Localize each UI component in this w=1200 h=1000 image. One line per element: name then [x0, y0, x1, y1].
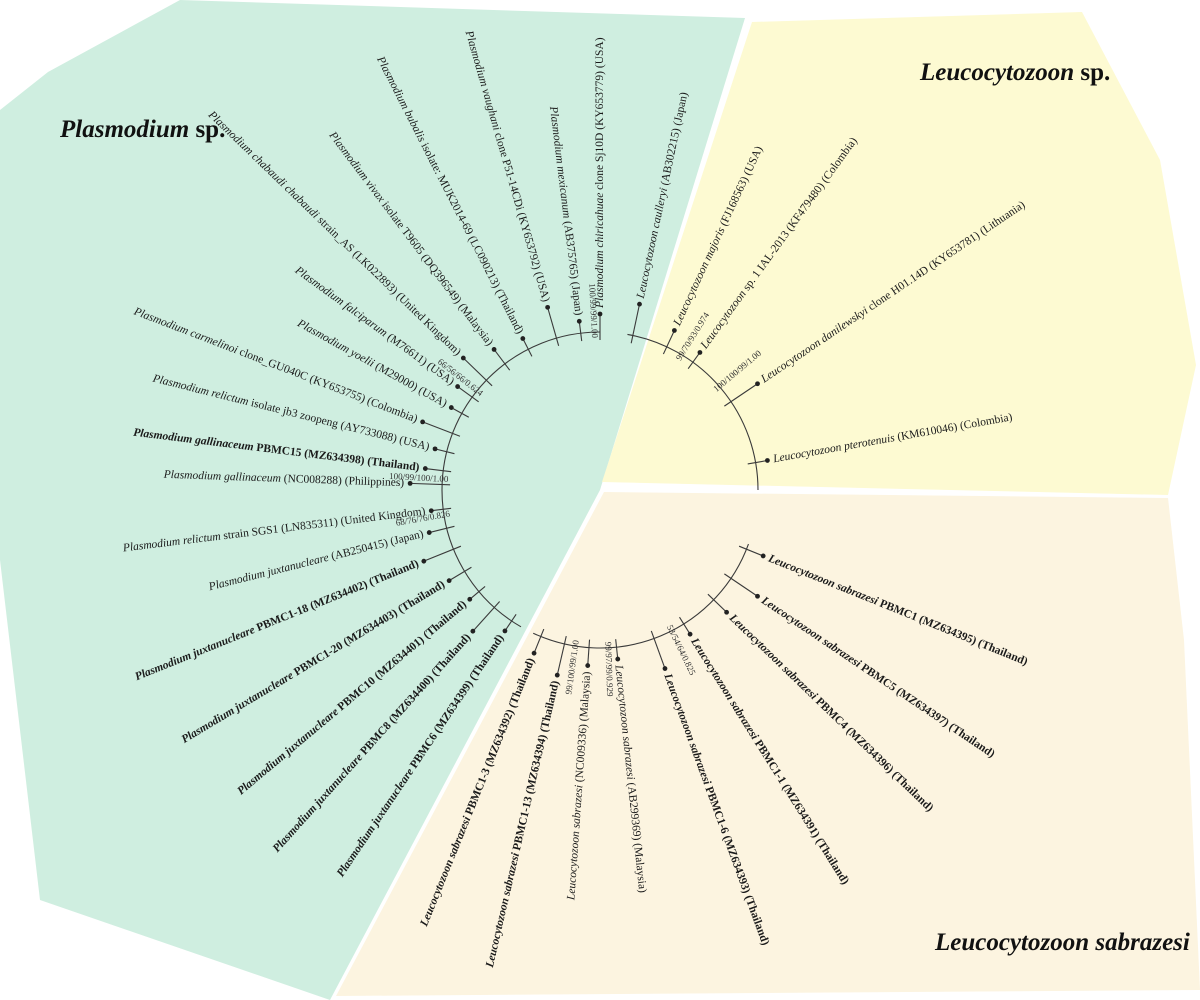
- tip-node-l24: [585, 663, 591, 668]
- tip-node-l23: [615, 656, 621, 662]
- tip-node-l9: [520, 336, 526, 341]
- tip-node-l14: [671, 328, 677, 333]
- branch-l31: [423, 545, 462, 562]
- tip-node-l25: [554, 672, 560, 678]
- branch-l1: [410, 482, 451, 486]
- tip-node-l8: [491, 347, 497, 352]
- tip-node-l11: [576, 318, 582, 324]
- tip-node-l4: [420, 419, 426, 425]
- sabrazesi-arc: [532, 543, 749, 649]
- branch-l30: [448, 566, 472, 582]
- branch-l4: [422, 421, 461, 437]
- tip-node-l29: [467, 596, 473, 602]
- tip-node-l5: [448, 405, 454, 410]
- branch-l18: [738, 545, 764, 557]
- plasmodium-arc: [441, 331, 601, 491]
- branch-l17: [747, 459, 768, 465]
- branch-l33: [431, 507, 452, 512]
- leucocytozoon-clade-title: Leucocytozoon sp.: [919, 59, 1110, 86]
- leucocytozoon-clade-region: [602, 12, 1196, 495]
- branch-l19: [724, 573, 758, 597]
- branch-l8: [493, 349, 511, 371]
- branch-l24: [587, 639, 591, 666]
- tip-node-l32: [426, 530, 432, 535]
- tip-node-l12: [597, 311, 603, 317]
- tip-node-l28: [470, 628, 476, 634]
- branch-l9: [522, 338, 533, 357]
- branch-l26: [533, 628, 545, 654]
- tip-node-l3: [432, 446, 438, 452]
- branch-l25: [556, 636, 567, 676]
- tip-node-l13: [637, 301, 642, 307]
- tip-node-l2: [422, 466, 428, 471]
- tip-node-l20: [724, 609, 730, 615]
- branch-l10: [547, 307, 560, 346]
- branch-l3: [434, 448, 455, 455]
- plasmodium-clade-title: Plasmodium sp.: [59, 116, 225, 143]
- branch-l5: [451, 407, 470, 418]
- leaf-label-l1: Plasmodium gallinaceum (NC008288) (Phili…: [163, 468, 405, 488]
- branch-l20: [707, 593, 727, 613]
- branch-l13: [630, 304, 641, 344]
- tip-node-l15: [697, 350, 703, 355]
- tip-node-l7: [460, 355, 466, 361]
- branch-l15: [687, 352, 701, 369]
- tip-node-l21: [687, 631, 693, 637]
- sabrazesi-clade-title: Leucocytozoon sabrazesi: [934, 929, 1190, 956]
- leaf-label-l12: Plasmodium chiricahuae clone Sj10D (KY65…: [594, 37, 606, 309]
- support-value-3: 100/99/99/1.00: [587, 283, 600, 339]
- tip-node-l27: [502, 628, 508, 634]
- tip-node-l31: [421, 558, 427, 564]
- tip-node-l18: [760, 553, 766, 559]
- tip-node-l1: [407, 480, 413, 486]
- juxtanucleare-arc: [441, 489, 522, 628]
- accession-info: (NC008288) (Philippines): [281, 473, 405, 489]
- branch-l16: [724, 383, 758, 407]
- leucocytozoon-arc: [627, 333, 759, 491]
- support-value-0: 100/99/100/1.00: [389, 471, 449, 484]
- branch-l29: [469, 585, 486, 600]
- tip-node-l30: [446, 578, 452, 584]
- species-name: Plasmodium gallinaceum: [163, 468, 282, 484]
- branch-l14: [662, 330, 675, 355]
- accession-info: clone Sj10D (KY653779) (USA): [594, 37, 606, 192]
- species-name: Plasmodium chiricahuae: [594, 193, 606, 309]
- tip-node-l19: [755, 593, 760, 599]
- tip-node-l6: [455, 384, 461, 389]
- branch-l22: [650, 630, 666, 669]
- tree-branches: [407, 301, 770, 678]
- tip-node-l16: [755, 381, 760, 387]
- branch-l7: [462, 357, 493, 387]
- tip-node-l10: [545, 304, 551, 310]
- branch-l21: [679, 616, 691, 635]
- branch-l2: [425, 468, 452, 473]
- branch-l23: [615, 639, 619, 660]
- branch-l11: [578, 321, 583, 342]
- branch-l32: [429, 525, 455, 534]
- sabrazesi-clade-region: [336, 492, 1200, 996]
- branch-l6: [457, 386, 479, 403]
- tip-node-l17: [765, 458, 770, 463]
- branch-l27: [504, 614, 517, 632]
- tip-node-l26: [531, 650, 537, 656]
- support-value-7: 99/97/99/0.929: [603, 642, 615, 698]
- tip-node-l33: [428, 508, 434, 514]
- branch-l28: [472, 601, 501, 632]
- plasmodium-clade-region: [0, 0, 745, 1000]
- tip-node-l22: [662, 666, 668, 671]
